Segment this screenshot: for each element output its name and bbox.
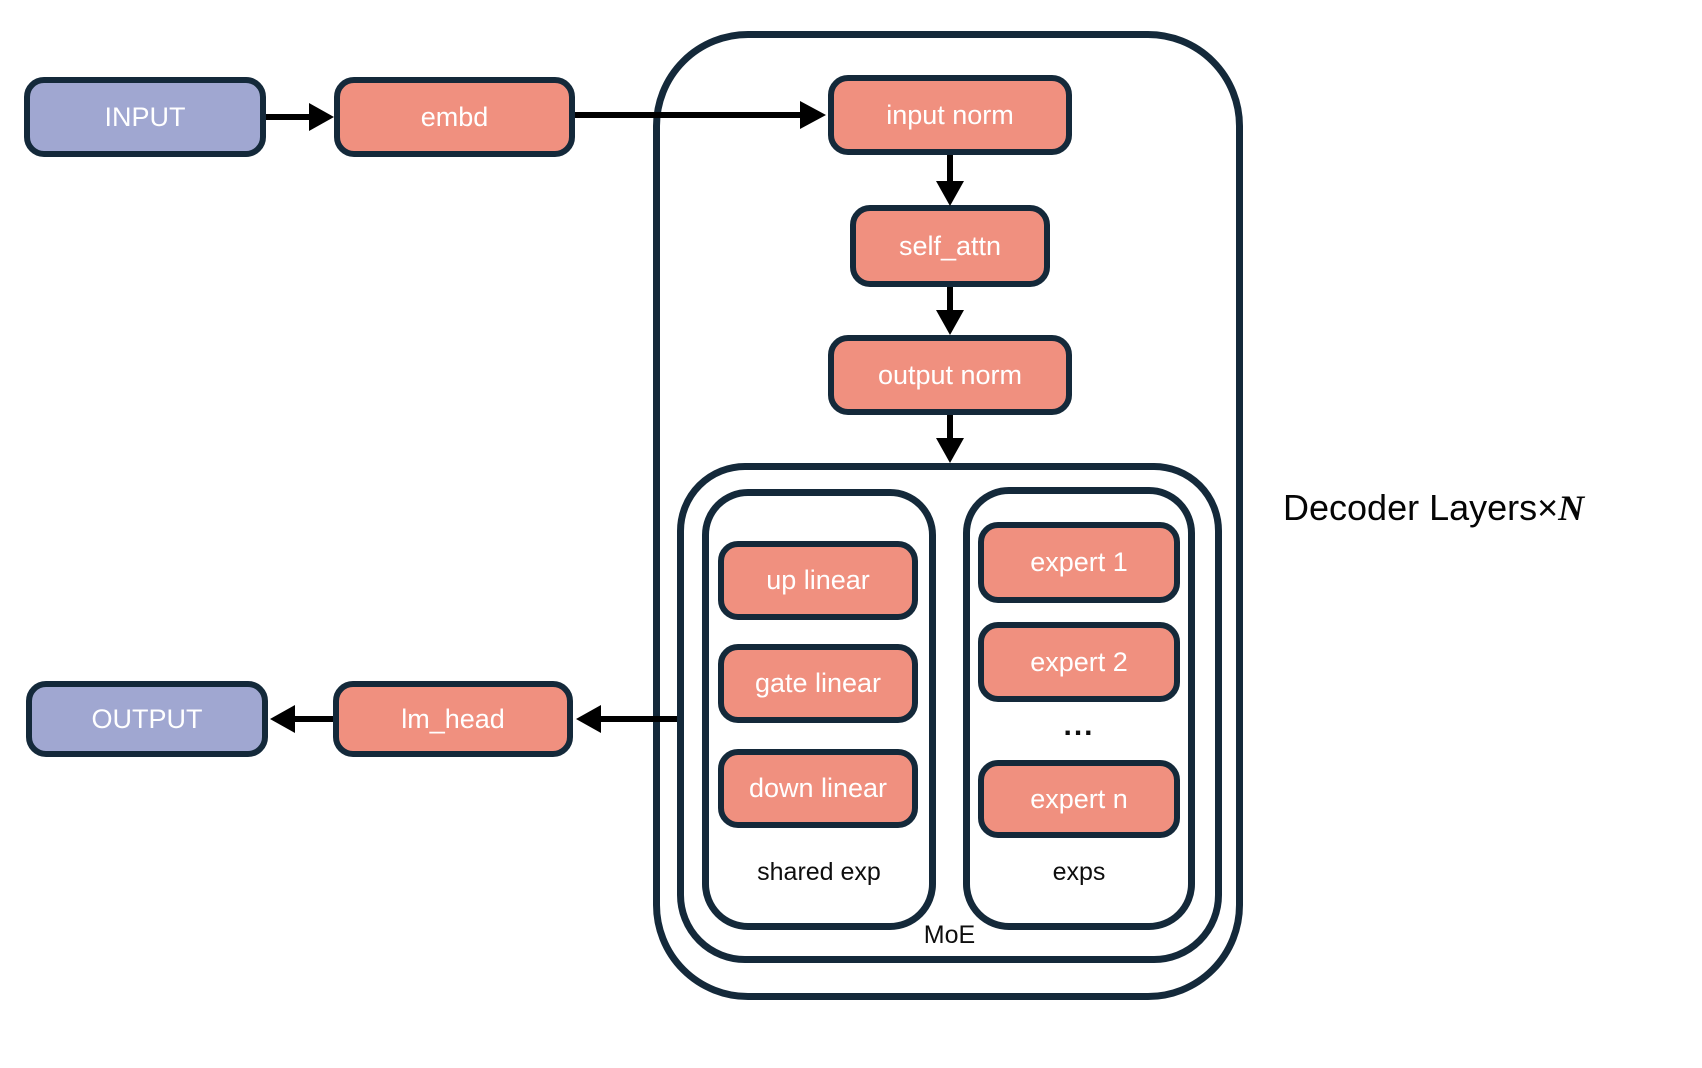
- exps-container: exps: [963, 487, 1195, 930]
- shared-exp-container: shared exp: [702, 489, 936, 930]
- moe-container: MoE: [677, 463, 1222, 963]
- expert-2-node: expert 2: [978, 622, 1180, 702]
- expert-n-node: expert n: [978, 760, 1180, 838]
- gate-linear-node: gate linear: [718, 644, 918, 723]
- self-attn-node: self_attn: [850, 205, 1050, 287]
- moe-label: MoE: [923, 921, 976, 949]
- output-norm-node: output norm: [828, 335, 1072, 415]
- down-linear-node: down linear: [718, 749, 918, 828]
- lm-head-node: lm_head: [333, 681, 573, 757]
- decoder-layers-container: [653, 31, 1243, 1000]
- exps-label: exps: [1052, 858, 1106, 886]
- input-node: INPUT: [24, 77, 266, 157]
- arrow-lm-head-to-output: [270, 705, 333, 733]
- embd-node: embd: [334, 77, 575, 157]
- experts-ellipsis: ...: [1063, 709, 1095, 742]
- expert-1-node: expert 1: [978, 522, 1180, 603]
- n-symbol: N: [1558, 488, 1585, 528]
- up-linear-node: up linear: [718, 541, 918, 620]
- input-norm-node: input norm: [828, 75, 1072, 155]
- output-node: OUTPUT: [26, 681, 268, 757]
- decoder-layers-label: Decoder Layers×N: [1283, 487, 1585, 528]
- shared-exp-label: shared exp: [757, 858, 881, 886]
- arrow-input-to-embd: [266, 103, 334, 131]
